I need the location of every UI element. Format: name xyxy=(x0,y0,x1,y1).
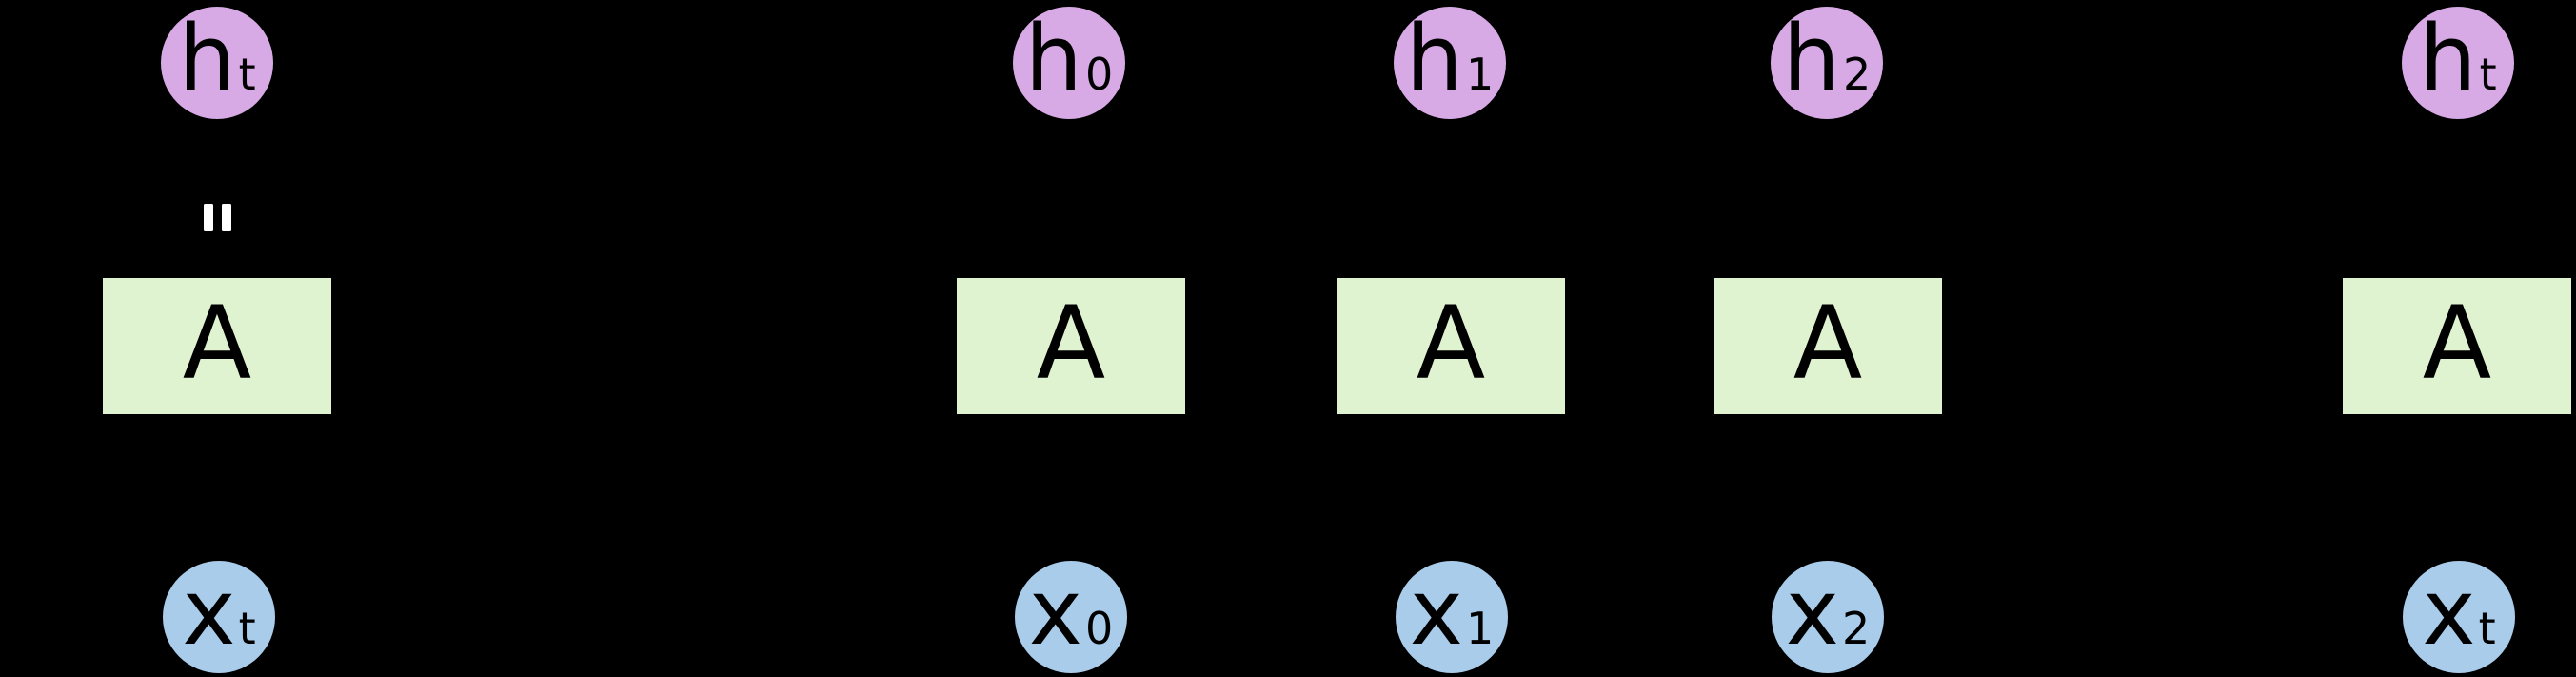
label-subscript: 1 xyxy=(1465,48,1495,100)
label-subscript: 0 xyxy=(1084,48,1114,100)
cell-label: A xyxy=(182,284,252,402)
label-base: x xyxy=(1785,560,1839,666)
label-base: h xyxy=(2419,6,2477,111)
label-subscript: t xyxy=(238,602,256,654)
rotated-equals-icon xyxy=(204,204,231,231)
equals-bar xyxy=(204,204,213,231)
cell-label: A xyxy=(1036,284,1106,402)
label-subscript: 0 xyxy=(1084,602,1114,654)
label-base: x xyxy=(1028,560,1082,666)
equals-bar xyxy=(222,204,231,231)
label-subscript: 1 xyxy=(1465,602,1495,654)
rnn-cell-box: A xyxy=(1714,278,1942,414)
label-base: h xyxy=(1782,6,1840,111)
cell-label: A xyxy=(2422,284,2492,402)
label-base: x xyxy=(1409,560,1463,666)
cell-label: A xyxy=(1416,284,1486,402)
rnn-cell-box: A xyxy=(957,278,1185,414)
rnn-cell-box: A xyxy=(2343,278,2571,414)
label-base: x xyxy=(2422,560,2476,666)
label-base: h xyxy=(178,6,236,111)
rnn-cell-box: A xyxy=(103,278,331,414)
label-subscript: t xyxy=(2478,602,2496,654)
label-base: x xyxy=(182,560,236,666)
label-subscript: t xyxy=(238,48,256,100)
label-subscript: t xyxy=(2479,48,2497,100)
label-subscript: 2 xyxy=(1841,602,1871,654)
rnn-cell-box: A xyxy=(1337,278,1565,414)
label-base: h xyxy=(1024,6,1082,111)
cell-label: A xyxy=(1793,284,1863,402)
label-subscript: 2 xyxy=(1842,48,1872,100)
label-base: h xyxy=(1405,6,1463,111)
